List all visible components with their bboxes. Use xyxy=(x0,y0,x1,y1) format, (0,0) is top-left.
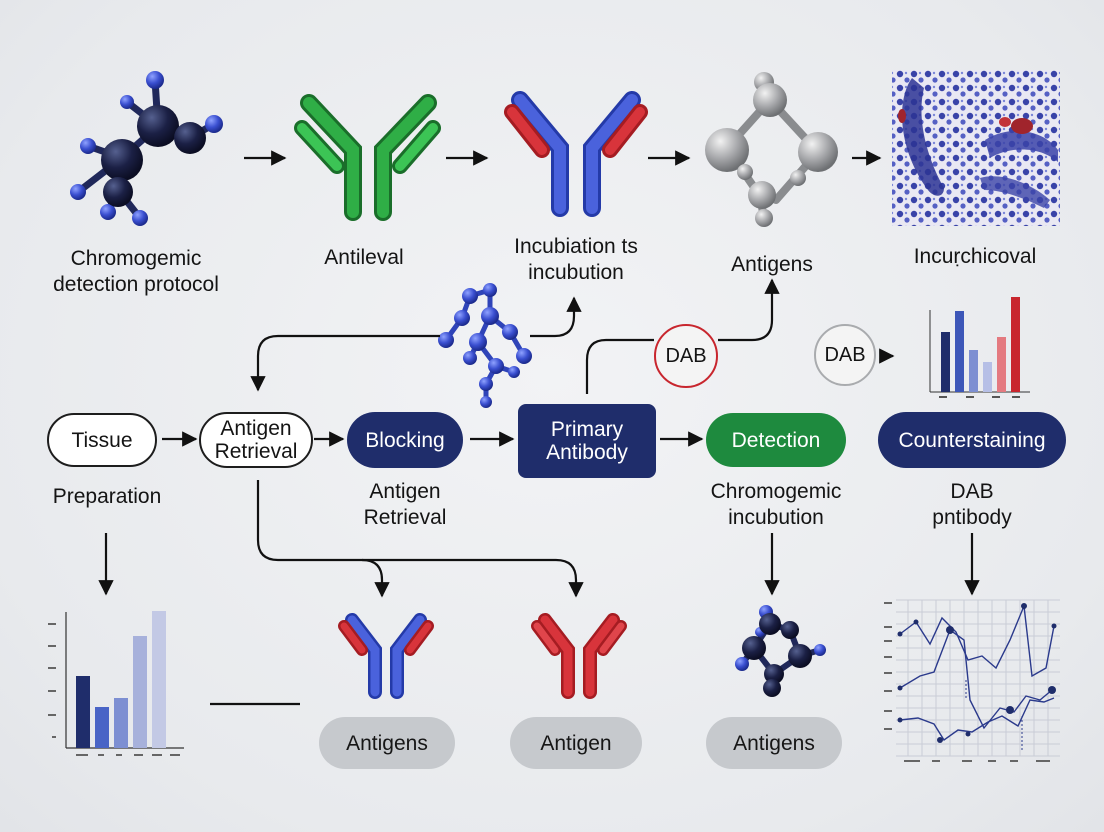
antigen-retrieval-label-1: Antigen xyxy=(220,417,292,440)
dab-badge-grey: DAB xyxy=(814,324,876,386)
bottom-antibody-red-icon xyxy=(531,613,627,699)
antigen-pill-2: Antigen xyxy=(510,717,642,769)
label-incubation-ts: Incubiation ts xyxy=(514,235,638,258)
label-dab: DAB xyxy=(950,480,994,503)
label-detection-protocol: detection protocol xyxy=(53,273,219,296)
bottom-molecule-icon xyxy=(735,605,826,697)
tissue-step: Tissue xyxy=(47,413,157,467)
label-pntibody: pntibody xyxy=(932,506,1012,529)
blocking-step: Blocking xyxy=(347,412,463,468)
label-retrieval: Retrieval xyxy=(363,506,447,529)
blue-molecule-icon xyxy=(438,283,532,408)
grey-molecule-icon xyxy=(705,72,838,227)
label-antigen: Antigen xyxy=(369,480,441,503)
bottom-antibody-blue-icon xyxy=(338,613,434,699)
label-antigens-top: Antigens xyxy=(731,253,813,276)
tissue-micrograph-image xyxy=(892,70,1060,226)
primary-antibody-label-1: Primary xyxy=(550,418,624,441)
tissue-label: Tissue xyxy=(71,428,133,452)
antigens-pill-3-label: Antigens xyxy=(733,731,815,755)
antigens-pill-3: Antigens xyxy=(706,717,842,769)
dab-badge-red: DAB xyxy=(654,324,718,388)
detection-label: Detection xyxy=(731,428,821,452)
primary-antibody-step: Primary Antibody xyxy=(518,404,656,478)
label-incubution: incubution xyxy=(528,261,624,284)
label-chromogemic-2: Chromogemic xyxy=(710,480,842,503)
green-antibody-icon xyxy=(294,94,441,221)
molecule-icon xyxy=(70,71,223,226)
primary-antibody-label-2: Antibody xyxy=(546,441,628,464)
line-chart-icon xyxy=(884,599,1060,762)
connector-arrows xyxy=(98,278,980,706)
label-incubution-2: incubution xyxy=(728,506,824,529)
blocking-label: Blocking xyxy=(365,428,445,452)
antigen-retrieval-label-2: Retrieval xyxy=(214,440,298,463)
detection-step: Detection xyxy=(706,413,846,467)
blue-red-antibody-icon xyxy=(504,91,648,217)
bottom-bar-chart-icon xyxy=(48,611,184,756)
antigens-pill-1: Antigens xyxy=(319,717,455,769)
small-bar-chart-icon xyxy=(929,297,1030,398)
counterstaining-label: Counterstaining xyxy=(898,428,1046,452)
label-preparation: Preparation xyxy=(52,485,162,508)
counterstaining-step: Counterstaining xyxy=(878,412,1066,468)
antigen-pill-2-label: Antigen xyxy=(540,731,612,755)
antigen-retrieval-step: Antigen Retrieval xyxy=(199,412,313,468)
label-chromogemic: Chromogemic xyxy=(70,247,202,270)
label-antileval: Antileval xyxy=(324,246,404,269)
label-incuchicoval: Incuṛchicoval xyxy=(913,245,1037,268)
antigens-pill-1-label: Antigens xyxy=(346,731,428,755)
